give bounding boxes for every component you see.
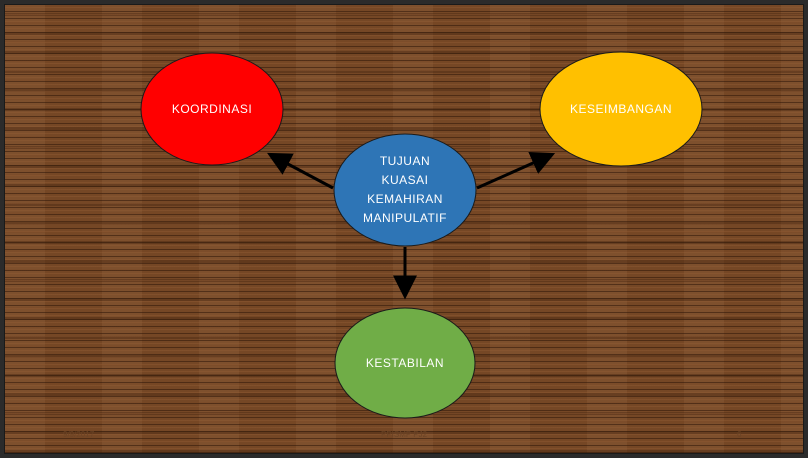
node-keseimbangan [539, 51, 703, 167]
arrow-to-keseimbangan [476, 151, 556, 190]
node-tujuan-center [333, 133, 477, 247]
mind-map-diagram [140, 51, 703, 419]
slide: KOORDINASI KESEIMBANGAN TUJUAN KUASAI KE… [4, 4, 804, 454]
footer-title: PPISMP PJ2 [381, 430, 428, 439]
footer-page-number: 6 [737, 430, 742, 439]
node-kestabilan [334, 307, 476, 419]
footer-date: 9/9/2017 [63, 430, 95, 439]
node-koordinasi [140, 52, 284, 166]
arrow-to-koordinasi [267, 152, 334, 190]
